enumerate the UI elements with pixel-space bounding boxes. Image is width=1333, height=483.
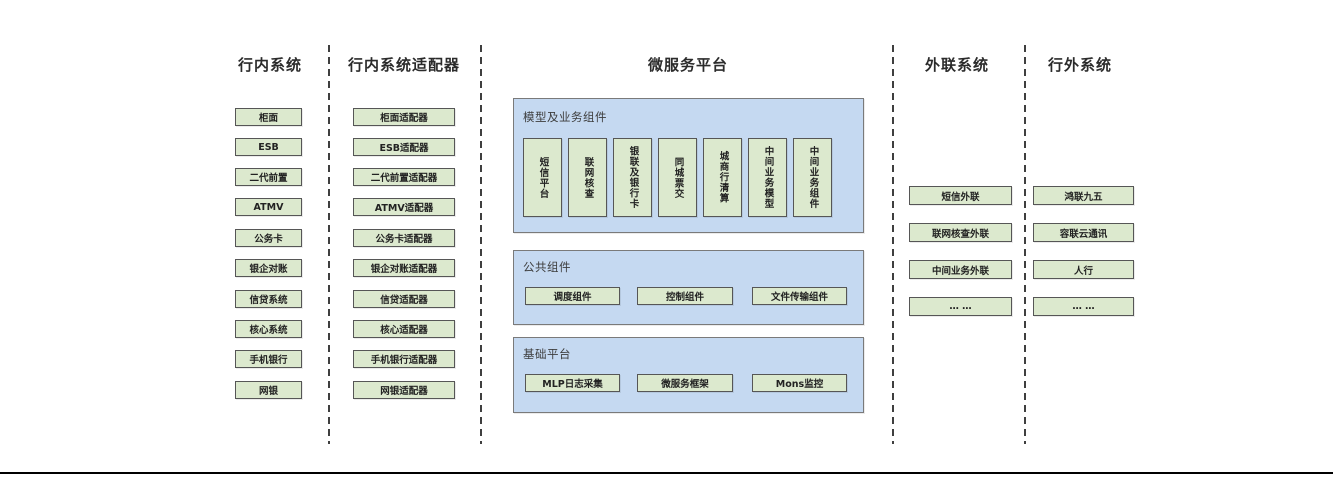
adapter-box: 核心适配器 bbox=[353, 320, 455, 338]
component-box: 调度组件 bbox=[525, 287, 620, 305]
system-box: 网银 bbox=[235, 381, 302, 399]
column-title-inbank: 行内系统 bbox=[237, 56, 303, 74]
adapter-box: 二代前置适配器 bbox=[353, 168, 455, 186]
column-divider bbox=[480, 45, 482, 444]
adapter-box: ATMV适配器 bbox=[353, 198, 455, 216]
system-box: 二代前置 bbox=[235, 168, 302, 186]
column-title-platform: 微服务平台 bbox=[647, 56, 729, 74]
external-link-box: … … bbox=[909, 297, 1012, 316]
system-box: 银企对账 bbox=[235, 259, 302, 277]
adapter-box: 网银适配器 bbox=[353, 381, 455, 399]
adapter-box: ESB适配器 bbox=[353, 138, 455, 156]
system-box: 信贷系统 bbox=[235, 290, 302, 308]
column-divider bbox=[328, 45, 330, 444]
adapter-box: 银企对账适配器 bbox=[353, 259, 455, 277]
column-divider bbox=[892, 45, 894, 444]
component-box: 微服务框架 bbox=[637, 374, 733, 392]
component-box: Mons监控 bbox=[752, 374, 847, 392]
system-box: 手机银行 bbox=[235, 350, 302, 368]
adapter-box: 柜面适配器 bbox=[353, 108, 455, 126]
external-link-box: 中间业务外联 bbox=[909, 260, 1012, 279]
group-label: 模型及业务组件 bbox=[523, 110, 607, 124]
component-box: 银联及银行卡 bbox=[613, 138, 652, 217]
component-box: 同城票交 bbox=[658, 138, 697, 217]
adapter-box: 信贷适配器 bbox=[353, 290, 455, 308]
component-box: 联网核查 bbox=[568, 138, 607, 217]
system-box: 柜面 bbox=[235, 108, 302, 126]
adapter-box: 手机银行适配器 bbox=[353, 350, 455, 368]
external-link-box: 联网核查外联 bbox=[909, 223, 1012, 242]
component-box: 中间业务组件 bbox=[793, 138, 832, 217]
component-box: 城商行清算 bbox=[703, 138, 742, 217]
system-box: 公务卡 bbox=[235, 229, 302, 247]
outbank-box: 鸿联九五 bbox=[1033, 186, 1134, 205]
system-box: 核心系统 bbox=[235, 320, 302, 338]
group-label: 基础平台 bbox=[523, 347, 571, 361]
column-divider bbox=[1024, 45, 1026, 444]
system-box: ESB bbox=[235, 138, 302, 156]
external-link-box: 短信外联 bbox=[909, 186, 1012, 205]
component-box: MLP日志采集 bbox=[525, 374, 620, 392]
column-title-adapters: 行内系统适配器 bbox=[347, 56, 461, 74]
group-label: 公共组件 bbox=[523, 260, 571, 274]
component-box: 短信平台 bbox=[523, 138, 562, 217]
column-title-outbank: 行外系统 bbox=[1047, 56, 1113, 74]
outbank-box: 容联云通讯 bbox=[1033, 223, 1134, 242]
adapter-box: 公务卡适配器 bbox=[353, 229, 455, 247]
bottom-rule bbox=[0, 472, 1333, 474]
system-box: ATMV bbox=[235, 198, 302, 216]
outbank-box: 人行 bbox=[1033, 260, 1134, 279]
outbank-box: … … bbox=[1033, 297, 1134, 316]
component-box: 控制组件 bbox=[637, 287, 733, 305]
component-box: 文件传输组件 bbox=[752, 287, 847, 305]
component-box: 中间业务模型 bbox=[748, 138, 787, 217]
column-title-external-link: 外联系统 bbox=[924, 56, 990, 74]
